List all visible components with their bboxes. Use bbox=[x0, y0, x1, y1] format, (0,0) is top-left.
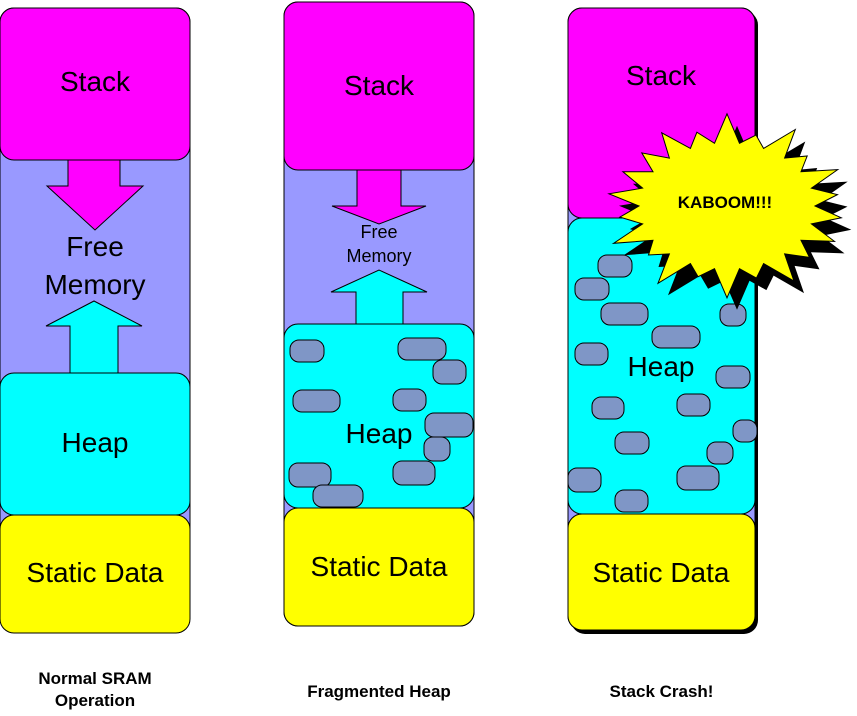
heap-label: Heap bbox=[62, 427, 129, 458]
stack-label: Stack bbox=[344, 70, 415, 101]
heap-fragment bbox=[614, 489, 649, 513]
heap-fragment bbox=[591, 396, 625, 420]
heap-growth-arrow bbox=[45, 300, 143, 374]
heap-fragment bbox=[567, 467, 602, 493]
heap-fragment bbox=[651, 325, 701, 349]
heap-label: Heap bbox=[346, 418, 413, 449]
heap-fragment bbox=[392, 388, 427, 412]
heap-fragment bbox=[614, 431, 650, 455]
heap-fragment bbox=[289, 339, 325, 363]
static-data-region bbox=[0, 514, 191, 634]
heap-fragment bbox=[392, 460, 436, 486]
stack-growth-arrow bbox=[331, 169, 427, 225]
heap-fragment bbox=[574, 342, 609, 366]
heap-fragment bbox=[432, 359, 467, 385]
column-fragmented: Stack Free Memory Heap Static Data bbox=[283, 1, 475, 627]
heap-fragments bbox=[288, 337, 474, 508]
stack-label: Stack bbox=[626, 60, 697, 91]
heap-fragment bbox=[706, 441, 734, 465]
caption-normal-line1: Normal SRAM bbox=[38, 669, 152, 688]
heap-fragment bbox=[597, 254, 633, 278]
free-memory-label-line1: Free bbox=[360, 222, 397, 242]
column-crash: Stack Heap Static Data KABOOM!!! bbox=[567, 7, 852, 634]
free-memory-label-line1: Free bbox=[66, 231, 124, 262]
explosion-label: KABOOM!!! bbox=[678, 193, 772, 212]
heap-fragment bbox=[397, 337, 447, 361]
heap-fragment bbox=[600, 302, 649, 326]
heap-label: Heap bbox=[628, 351, 695, 382]
heap-fragment bbox=[288, 462, 332, 488]
static-data-label: Static Data bbox=[311, 551, 448, 582]
heap-fragment bbox=[676, 393, 711, 417]
heap-fragment bbox=[424, 412, 474, 438]
heap-fragment bbox=[719, 303, 747, 327]
heap-growth-arrow bbox=[330, 269, 428, 325]
static-data-label: Static Data bbox=[27, 557, 164, 588]
heap-fragment bbox=[732, 419, 758, 443]
heap-fragment bbox=[292, 389, 341, 413]
heap-fragment bbox=[574, 277, 610, 301]
free-memory-label-line2: Memory bbox=[346, 246, 411, 266]
explosion-shape bbox=[607, 112, 843, 300]
free-memory-label-line2: Memory bbox=[44, 269, 145, 300]
heap-fragment bbox=[676, 465, 720, 491]
heap-fragment bbox=[312, 484, 364, 508]
static-data-label: Static Data bbox=[593, 557, 730, 588]
explosion-burst: KABOOM!!! bbox=[607, 112, 852, 310]
stack-growth-arrow bbox=[45, 159, 145, 231]
column-normal: Stack Free Memory Heap Static Data bbox=[0, 7, 191, 634]
static-data-region bbox=[567, 513, 756, 631]
heap-fragments bbox=[567, 254, 758, 513]
caption-crash: Stack Crash! bbox=[609, 682, 714, 701]
stack-label: Stack bbox=[60, 66, 131, 97]
heap-fragment bbox=[423, 436, 451, 462]
heap-fragment bbox=[715, 365, 751, 389]
static-data-region bbox=[283, 507, 475, 627]
caption-fragmented: Fragmented Heap bbox=[307, 682, 451, 701]
caption-normal-line2: Operation bbox=[54, 691, 136, 710]
caption-normal: Normal SRAM Operation bbox=[0, 668, 190, 712]
